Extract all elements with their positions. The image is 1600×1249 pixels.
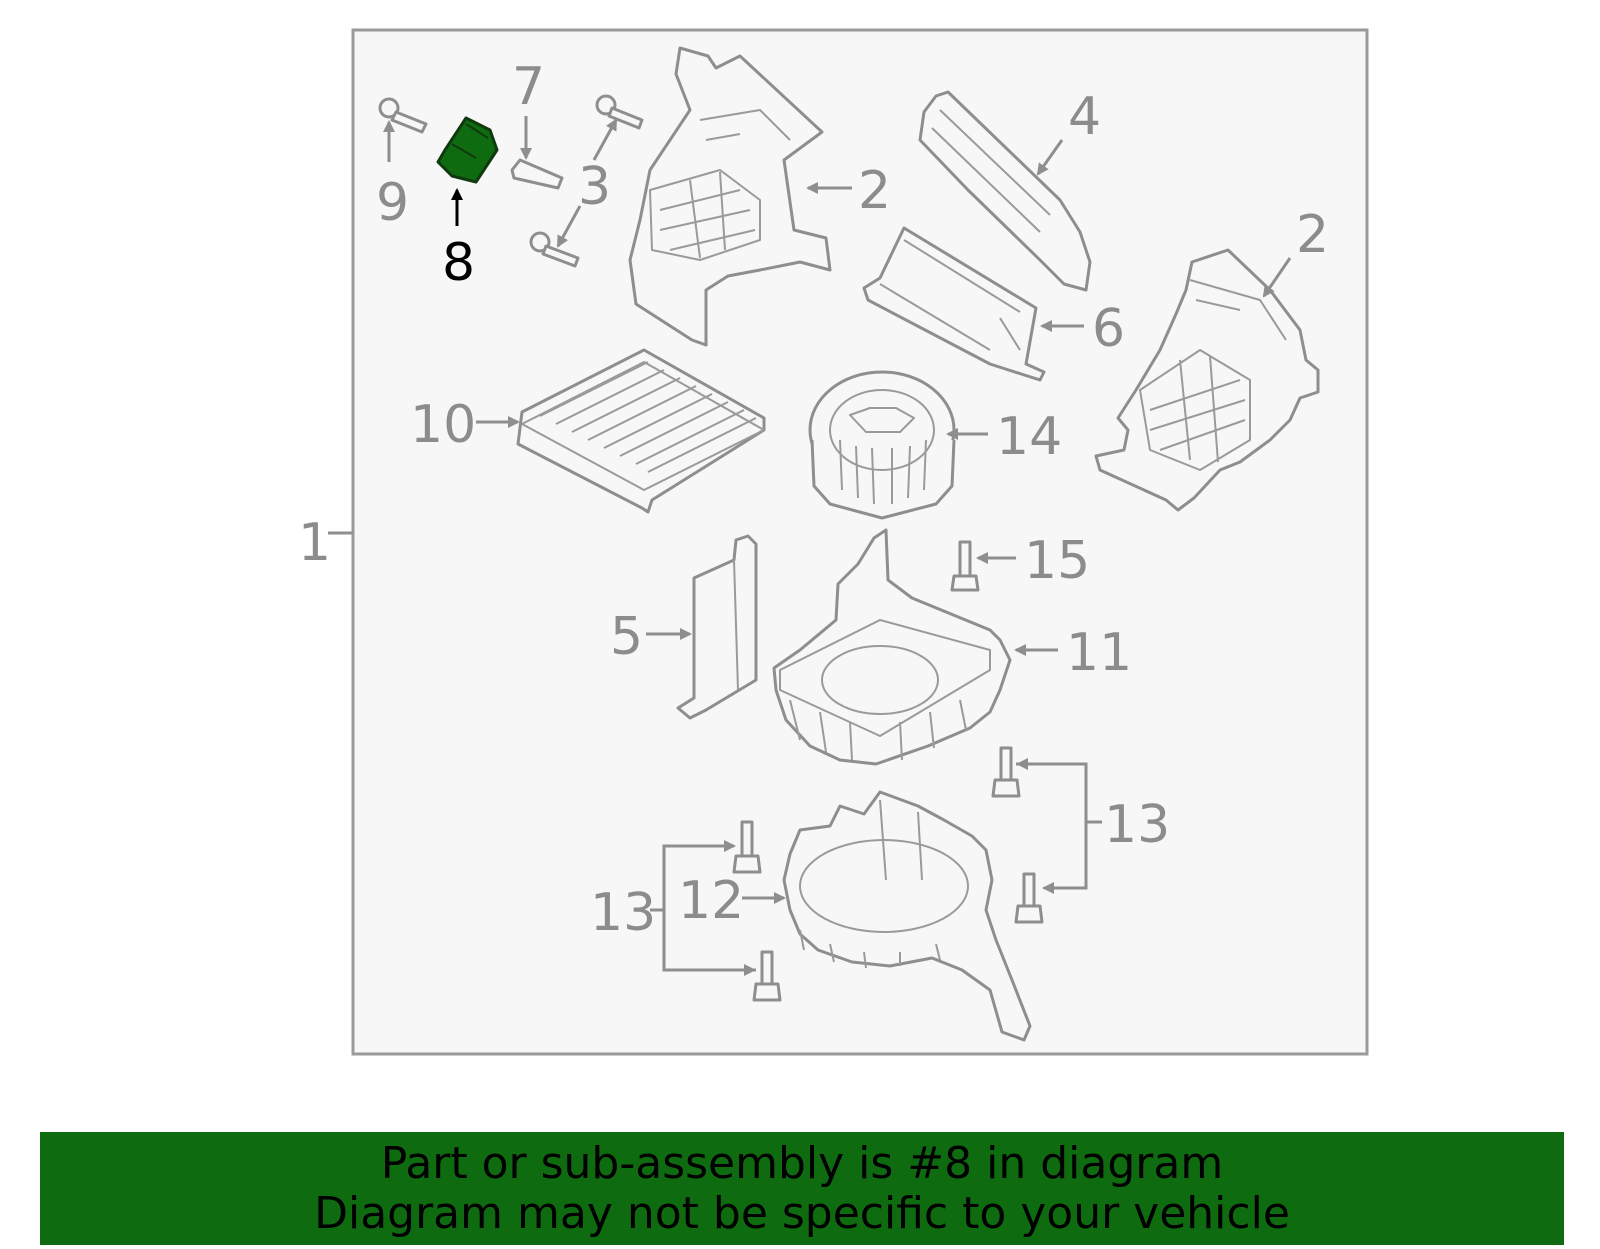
- leader-3-top: [592, 118, 618, 161]
- leader-3-bottom: [556, 205, 582, 248]
- banner-line-2: Diagram may not be specific to your vehi…: [314, 1187, 1290, 1239]
- callout-14: 14: [996, 407, 1062, 467]
- part-7-seal: [510, 158, 564, 190]
- part-15-bolt: [950, 540, 980, 592]
- callout-7: 7: [512, 57, 545, 117]
- callout-4: 4: [1068, 87, 1101, 147]
- part-2-upper-housing: [628, 46, 832, 347]
- callout-1: 1: [298, 513, 331, 573]
- callout-5: 5: [610, 607, 643, 667]
- part-13-bolt-4: [752, 950, 782, 1002]
- part-3-screw-top: [595, 94, 644, 130]
- leader-4: [1036, 139, 1064, 176]
- leader-2b: [1262, 257, 1292, 298]
- part-9-bolt: [378, 97, 428, 134]
- callout-9: 9: [376, 173, 409, 233]
- callout-2b: 2: [1296, 205, 1329, 265]
- callout-13-right: 13: [1104, 795, 1170, 855]
- part-10-cabin-filter: [516, 348, 766, 514]
- part-13-bolt-3: [732, 820, 762, 874]
- part-6-filter-cover: [862, 226, 1046, 382]
- callout-10: 10: [410, 395, 476, 455]
- part-14-blower-motor: [808, 370, 956, 520]
- part-13-bolt-2: [1014, 872, 1044, 924]
- banner-line-1: Part or sub-assembly is #8 in diagram: [380, 1137, 1224, 1189]
- callout-15: 15: [1024, 531, 1090, 591]
- leader-13-right: [1016, 758, 1102, 894]
- callout-12: 12: [678, 871, 744, 931]
- part-2-right-housing: [1094, 248, 1320, 512]
- callout-6: 6: [1092, 299, 1125, 359]
- part-4-duct: [918, 90, 1092, 292]
- callout-2a: 2: [858, 161, 891, 221]
- callout-3: 3: [578, 157, 611, 217]
- part-13-bolt-1: [991, 746, 1021, 798]
- part-3-screw-bottom: [529, 231, 580, 268]
- part-11-blower-case: [772, 528, 1012, 766]
- info-banner: Part or sub-assembly is #8 in diagram Di…: [40, 1132, 1564, 1245]
- part-8-resistor[interactable]: [436, 116, 499, 184]
- callout-11: 11: [1066, 623, 1132, 683]
- callout-13-left: 13: [590, 883, 656, 943]
- part-12-lower-case: [782, 790, 1032, 1042]
- leader-13-left: [650, 840, 756, 976]
- callout-8[interactable]: 8: [442, 233, 475, 293]
